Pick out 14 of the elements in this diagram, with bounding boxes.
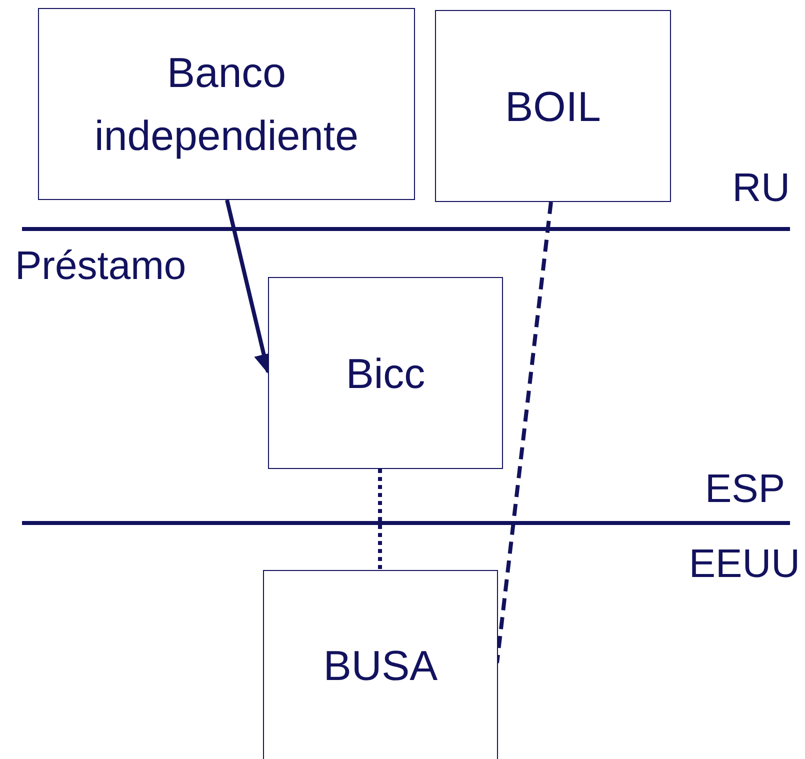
region-label: ESP bbox=[704, 467, 785, 512]
connector-line bbox=[378, 469, 382, 570]
node-label: Bicc bbox=[346, 348, 426, 398]
region-label: EEUU bbox=[688, 542, 800, 587]
node-label: BUSA bbox=[323, 640, 438, 690]
node-label: Banco independiente bbox=[94, 48, 360, 161]
connector-line bbox=[495, 202, 553, 664]
node-label: BOIL bbox=[505, 82, 601, 132]
region-label: RU bbox=[732, 166, 790, 211]
process-box bbox=[435, 10, 671, 202]
edge-label: Préstamo bbox=[15, 244, 186, 289]
process-box bbox=[38, 8, 415, 200]
process-box bbox=[268, 277, 503, 469]
process-box bbox=[263, 570, 498, 759]
